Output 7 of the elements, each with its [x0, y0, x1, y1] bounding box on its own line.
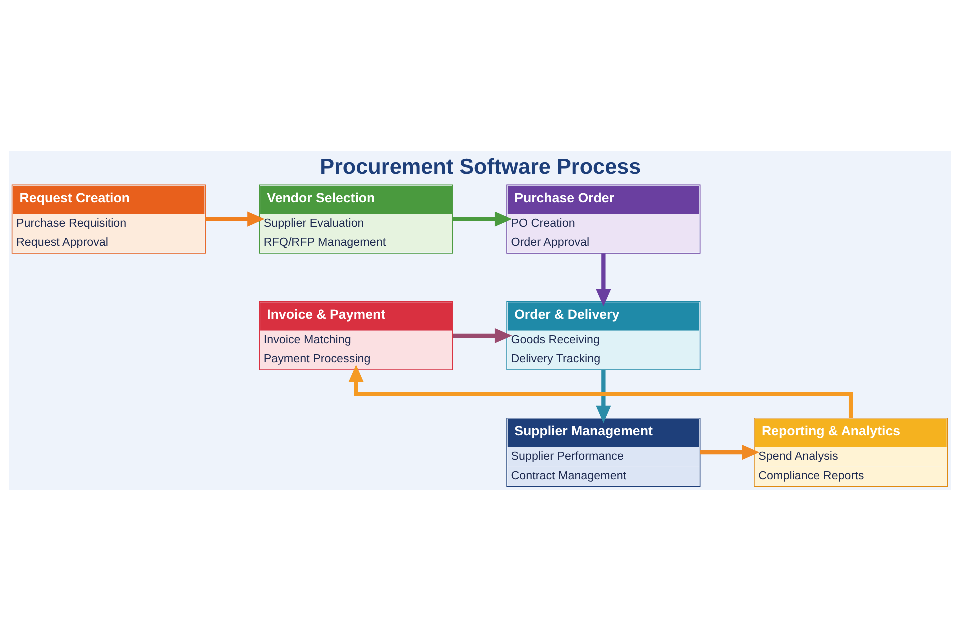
arrow [596, 370, 612, 423]
diagram-title: Procurement Software Process [320, 154, 642, 179]
arrow [206, 211, 265, 226]
arrow [453, 328, 512, 343]
arrow [453, 211, 512, 226]
arrow [596, 253, 612, 306]
arrow [700, 444, 760, 460]
